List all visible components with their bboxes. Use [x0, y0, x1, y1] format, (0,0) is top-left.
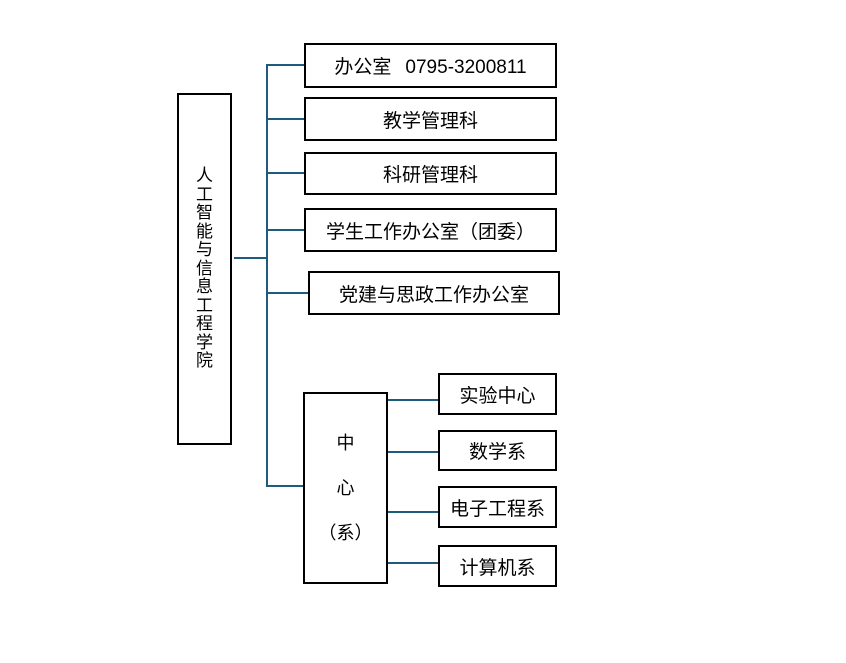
node-root-college: 人工智能与信息工程学院 — [177, 93, 232, 445]
node-office: 办公室 0795-3200811 — [304, 43, 557, 88]
connector-branch-teaching — [268, 118, 304, 120]
center-group-label-line-1: 中 — [336, 432, 355, 453]
office-label: 办公室 — [334, 57, 392, 78]
connector-branch-center — [268, 485, 303, 487]
teaching-management-label: 教学管理科 — [382, 110, 478, 132]
node-teaching-management: 教学管理科 — [304, 97, 557, 141]
ee-dept-label: 电子工程系 — [449, 498, 545, 520]
party-building-label: 党建与思政工作办公室 — [338, 284, 529, 306]
connector-branch-student — [268, 229, 304, 231]
root-college-label: 人工智能与信息工程学院 — [196, 166, 213, 371]
node-lab-center: 实验中心 — [438, 373, 557, 415]
connector-center-to-math — [388, 451, 438, 453]
node-research-management: 科研管理科 — [304, 152, 557, 195]
cs-dept-label: 计算机系 — [459, 557, 536, 579]
node-math-dept: 数学系 — [438, 430, 557, 471]
connector-branch-research — [268, 172, 304, 174]
connector-center-to-cs — [388, 562, 438, 564]
connector-center-to-lab — [388, 399, 438, 401]
connector-branch-party — [268, 292, 308, 294]
connector-root-to-trunk — [234, 257, 266, 259]
connector-branch-office — [268, 64, 304, 66]
connector-trunk-vertical — [266, 64, 268, 487]
connector-center-to-ee — [388, 511, 438, 513]
lab-center-label: 实验中心 — [459, 385, 536, 407]
node-ee-dept: 电子工程系 — [438, 486, 557, 528]
office-phone: 0795-3200811 — [405, 57, 527, 78]
node-cs-dept: 计算机系 — [438, 545, 557, 587]
student-affairs-label: 学生工作办公室（团委） — [325, 221, 535, 243]
node-party-building: 党建与思政工作办公室 — [308, 271, 560, 315]
math-dept-label: 数学系 — [468, 442, 526, 463]
office-label-group: 办公室 0795-3200811 — [334, 52, 526, 79]
research-management-label: 科研管理科 — [382, 165, 478, 186]
center-group-label-line-3: （系） — [318, 522, 373, 543]
node-center-group: 中 心 （系） — [303, 392, 388, 584]
node-student-affairs: 学生工作办公室（团委） — [304, 208, 557, 252]
center-group-label-line-2: 心 — [336, 477, 355, 498]
